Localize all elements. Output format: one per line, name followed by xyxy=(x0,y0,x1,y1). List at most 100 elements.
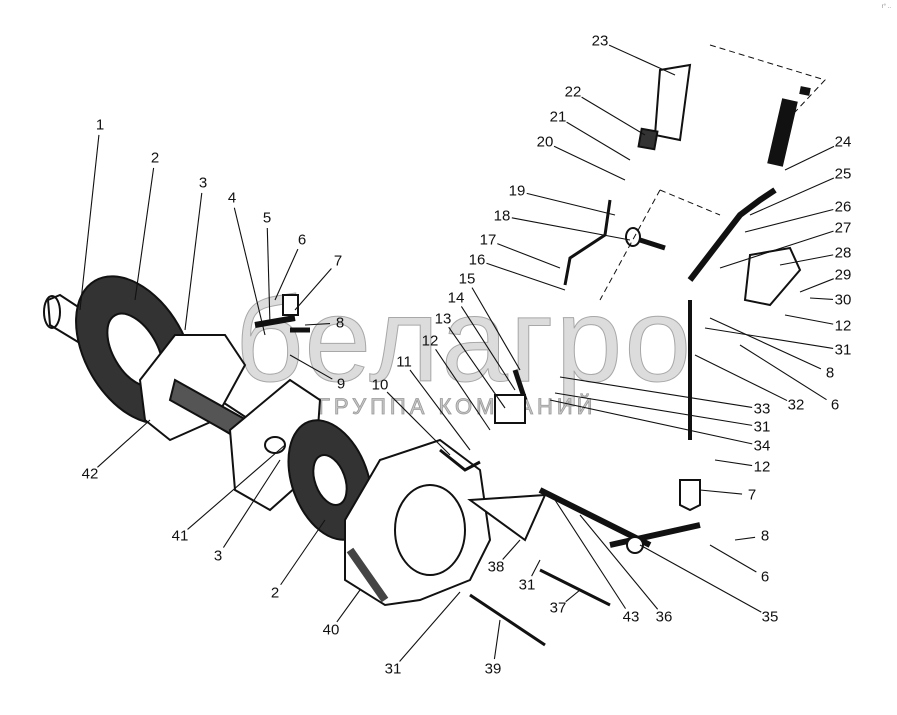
leader-line-32 xyxy=(694,354,788,402)
bolt-37 xyxy=(539,568,611,607)
callout-30: 30 xyxy=(834,291,852,309)
watermark-subtitle: ГРУППА КОМПАНИЙ xyxy=(318,394,597,420)
leader-line-6 xyxy=(274,248,299,301)
leader-line-8 xyxy=(304,323,331,326)
leader-line-25 xyxy=(749,177,835,216)
leader-line-11 xyxy=(409,369,471,451)
leader-line-15 xyxy=(471,287,521,371)
callout-34: 34 xyxy=(753,437,771,455)
leader-line-40 xyxy=(336,589,361,623)
callout-25: 25 xyxy=(834,165,852,183)
leader-line-12 xyxy=(435,348,491,431)
callout-14: 14 xyxy=(447,289,465,307)
leader-line-42 xyxy=(97,419,151,468)
leader-line-18 xyxy=(511,217,631,241)
leader-line-12 xyxy=(714,459,753,467)
callout-16: 16 xyxy=(468,251,486,269)
leader-line-6 xyxy=(709,544,757,573)
callout-31: 31 xyxy=(753,418,771,436)
leader-line-36 xyxy=(579,514,659,610)
callout-10: 10 xyxy=(371,376,389,394)
leader-line-35 xyxy=(639,544,762,613)
leader-line-39 xyxy=(493,619,501,660)
callout-13: 13 xyxy=(434,310,452,328)
leader-line-37 xyxy=(565,589,581,603)
callout-7: 7 xyxy=(333,252,343,270)
leader-line-20 xyxy=(553,145,626,181)
callout-27: 27 xyxy=(834,219,852,237)
callout-6: 6 xyxy=(297,231,307,249)
callout-9: 9 xyxy=(336,375,346,393)
callout-4: 4 xyxy=(227,189,237,207)
leader-line-7 xyxy=(294,268,332,311)
leader-line-29 xyxy=(799,278,834,293)
callout-2: 2 xyxy=(270,584,280,602)
leader-line-17 xyxy=(497,243,561,269)
callout-26: 26 xyxy=(834,198,852,216)
leader-line-28 xyxy=(779,254,834,266)
leader-line-30 xyxy=(809,297,834,300)
callout-37: 37 xyxy=(549,599,567,617)
callout-11: 11 xyxy=(396,353,412,371)
leader-line-8 xyxy=(709,317,822,370)
callout-3: 3 xyxy=(198,174,208,192)
leader-line-14 xyxy=(460,306,516,391)
leader-line-31 xyxy=(531,559,541,577)
callout-24: 24 xyxy=(834,133,852,151)
callout-40: 40 xyxy=(322,621,340,639)
leader-line-27 xyxy=(719,230,834,269)
leader-line-3 xyxy=(184,192,203,331)
leader-line-7 xyxy=(699,489,743,495)
latch-rod xyxy=(563,199,612,286)
callout-8: 8 xyxy=(825,364,835,382)
leader-line-5 xyxy=(266,227,271,326)
callout-23: 23 xyxy=(591,32,609,50)
callout-21: 21 xyxy=(549,108,567,126)
callout-12: 12 xyxy=(834,317,852,335)
callout-18: 18 xyxy=(493,207,511,225)
leader-line-33 xyxy=(559,376,753,408)
leader-line-31 xyxy=(554,392,753,426)
callout-28: 28 xyxy=(834,244,852,262)
callout-41: 41 xyxy=(171,527,189,545)
callout-42: 42 xyxy=(81,465,99,483)
callout-3: 3 xyxy=(213,547,223,565)
leader-line-24 xyxy=(784,145,835,171)
leader-line-13 xyxy=(448,326,506,409)
callout-43: 43 xyxy=(622,608,640,626)
callout-38: 38 xyxy=(487,558,505,576)
callout-6: 6 xyxy=(760,568,770,586)
callout-15: 15 xyxy=(458,270,476,288)
leader-line-19 xyxy=(526,192,616,216)
bolt-39 xyxy=(469,593,546,647)
callout-17: 17 xyxy=(479,231,497,249)
callout-20: 20 xyxy=(536,133,554,151)
callout-31: 31 xyxy=(834,341,852,359)
callout-19: 19 xyxy=(508,182,526,200)
leader-line-34 xyxy=(549,399,753,445)
brake-lever xyxy=(467,493,547,542)
leader-line-16 xyxy=(486,262,566,291)
callout-12: 12 xyxy=(753,458,771,476)
leader-line-2 xyxy=(134,167,155,301)
leader-line-9 xyxy=(289,354,333,380)
leader-line-1 xyxy=(79,134,100,311)
leader-line-3 xyxy=(222,459,281,548)
leader-line-2 xyxy=(280,519,326,586)
callout-7: 7 xyxy=(747,486,757,504)
callout-6: 6 xyxy=(830,396,840,414)
callout-8: 8 xyxy=(760,527,770,545)
callout-33: 33 xyxy=(753,400,771,418)
leader-line-10 xyxy=(386,391,451,456)
leader-line-21 xyxy=(566,121,631,161)
callout-2: 2 xyxy=(150,149,160,167)
leader-line-31 xyxy=(704,327,834,349)
callout-29: 29 xyxy=(834,266,852,284)
corner-mark: r° .. xyxy=(881,4,891,10)
callout-31: 31 xyxy=(384,660,402,678)
pressure-plate xyxy=(138,334,247,442)
callout-5: 5 xyxy=(262,209,272,227)
callout-12: 12 xyxy=(421,332,439,350)
